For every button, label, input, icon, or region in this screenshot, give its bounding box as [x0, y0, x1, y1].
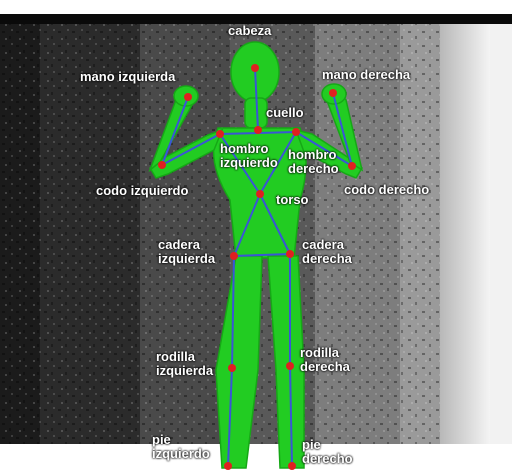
joint-rsh — [292, 128, 300, 136]
label-right-foot-line2: derecho — [302, 452, 353, 466]
joint-lhip — [230, 252, 238, 260]
label-right-knee-line1: rodilla — [300, 346, 350, 360]
joint-rkn — [286, 362, 294, 370]
label-left-knee-line2: izquierda — [156, 364, 213, 378]
bottom-margin — [0, 444, 512, 474]
label-left-hip: cadera izquierda — [158, 238, 215, 266]
label-left-foot-line1: pie — [152, 433, 210, 447]
joint-neck — [254, 126, 262, 134]
label-right-shoulder-line1: hombro — [288, 148, 339, 162]
label-right-knee-line2: derecha — [300, 360, 350, 374]
joint-head — [251, 64, 259, 72]
joint-lsh — [216, 130, 224, 138]
label-right-hip-line2: derecha — [302, 252, 352, 266]
joint-lkn — [228, 364, 236, 372]
joint-lft — [224, 462, 232, 470]
joint-lel — [158, 161, 166, 169]
label-right-knee: rodilla derecha — [300, 346, 350, 374]
joint-rft — [288, 462, 296, 470]
label-right-shoulder-line2: derecho — [288, 162, 339, 176]
label-left-knee: rodilla izquierda — [156, 350, 213, 378]
label-torso: torso — [276, 193, 309, 207]
label-head: cabeza — [228, 24, 271, 38]
depth-band — [490, 24, 512, 444]
label-right-foot: pie derecho — [302, 438, 353, 466]
label-left-foot-line2: izquierdo — [152, 447, 210, 461]
label-left-shoulder-line2: izquierdo — [220, 156, 278, 170]
label-left-hip-line1: cadera — [158, 238, 215, 252]
depth-band — [440, 24, 490, 444]
label-left-shoulder-line1: hombro — [220, 142, 278, 156]
joint-rhip — [286, 250, 294, 258]
joint-torso — [256, 190, 264, 198]
joint-rha — [329, 89, 337, 97]
label-neck: cuello — [266, 106, 304, 120]
label-left-knee-line1: rodilla — [156, 350, 213, 364]
label-right-foot-line1: pie — [302, 438, 353, 452]
label-left-foot: pie izquierdo — [152, 433, 210, 461]
label-left-shoulder: hombro izquierdo — [220, 142, 278, 170]
joint-rel — [348, 162, 356, 170]
label-left-hip-line2: izquierda — [158, 252, 215, 266]
label-left-hand: mano izquierda — [80, 70, 175, 84]
label-right-hip-line1: cadera — [302, 238, 352, 252]
label-right-shoulder: hombro derecho — [288, 148, 339, 176]
joint-lha — [184, 93, 192, 101]
label-left-elbow: codo izquierdo — [96, 184, 188, 198]
label-right-elbow: codo derecho — [344, 183, 429, 197]
label-right-hand: mano derecha — [322, 68, 410, 82]
label-right-hip: cadera derecha — [302, 238, 352, 266]
